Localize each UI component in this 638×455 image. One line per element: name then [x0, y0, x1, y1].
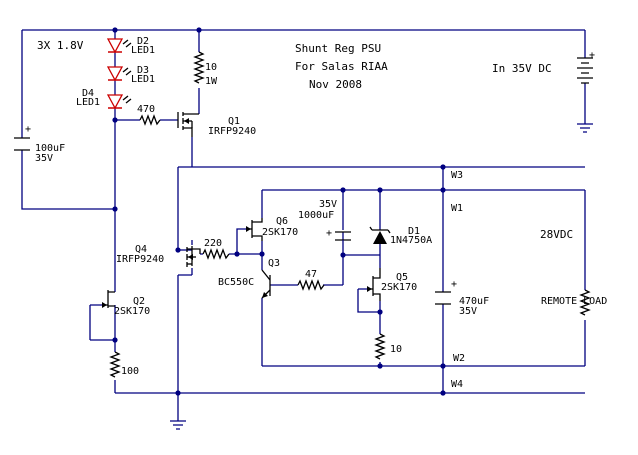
- led-d2-ref: D2: [137, 36, 149, 47]
- q1-mosfet-symbol: [177, 112, 199, 137]
- resistor-10r-1w-symbol: [193, 51, 205, 84]
- resistor-47-symbol: [297, 279, 325, 291]
- q3-part: BC550C: [218, 277, 254, 288]
- led-d3-type: LED1: [131, 74, 155, 85]
- q4-part: IRFP9240: [116, 254, 164, 265]
- q4-mosfet-symbol: [186, 246, 201, 267]
- led-d3-symbol: [106, 66, 132, 82]
- leds-note: 3X 1.8V: [37, 39, 84, 52]
- remote-load-resistor-symbol: [579, 289, 591, 316]
- battery-plus: +: [589, 50, 595, 61]
- wire-w1-label: W1: [451, 203, 463, 214]
- q6-part: 2SK170: [262, 227, 298, 238]
- remote-load-label: REMOTE LOAD: [541, 296, 607, 307]
- c1000-voltage: 35V: [319, 199, 337, 210]
- q3-ref: Q3: [268, 258, 280, 269]
- led-d4-type: LED1: [76, 97, 100, 108]
- d1-ref: D1: [408, 226, 420, 237]
- cin-plus: +: [25, 124, 31, 135]
- led-d4-ref: D4: [82, 88, 94, 99]
- led-d3-ref: D3: [137, 65, 149, 76]
- c470-value: 470uF: [459, 296, 489, 307]
- title-line-1: Shunt Reg PSU: [295, 42, 381, 55]
- r47-value: 47: [305, 269, 317, 280]
- r10-value: 10: [390, 344, 402, 355]
- title-line-3: Nov 2008: [309, 78, 362, 91]
- q5-part: 2SK170: [381, 282, 417, 293]
- q2-ref: Q2: [133, 296, 145, 307]
- q2-jfet-symbol: [102, 290, 115, 308]
- r100-value: 100: [121, 366, 139, 377]
- r10w-value: 10: [205, 62, 217, 73]
- labels: Shunt Reg PSU For Salas RIAA Nov 2008 In…: [25, 36, 607, 390]
- led-d2-symbol: [106, 38, 132, 54]
- junction-dots: [112, 27, 446, 396]
- r10w-power: 1W: [205, 76, 218, 87]
- capacitor-470uf-symbol: [435, 291, 451, 305]
- q5-ref: Q5: [396, 272, 408, 283]
- input-capacitor-symbol: [14, 137, 30, 151]
- zener-d1-symbol: [369, 226, 391, 244]
- c1000-value: 1000uF: [298, 210, 334, 221]
- q6-jfet-symbol: [246, 218, 263, 241]
- c470-voltage: 35V: [459, 306, 477, 317]
- output-label: 28VDC: [540, 228, 573, 241]
- q5-jfet-symbol: [367, 268, 381, 301]
- c470-plus: +: [451, 279, 457, 290]
- r220-value: 220: [204, 238, 222, 249]
- q4-ref: Q4: [135, 244, 147, 255]
- cin-value: 100uF: [35, 143, 65, 154]
- led-d2-type: LED1: [131, 45, 155, 56]
- cin-voltage: 35V: [35, 153, 53, 164]
- q1-part: IRFP9240: [208, 126, 256, 137]
- resistor-470-symbol: [139, 114, 161, 126]
- wire-w4-label: W4: [451, 379, 463, 390]
- resistor-10r-symbol: [374, 333, 386, 360]
- q3-bjt-symbol: [261, 269, 271, 299]
- input-label: In 35V DC: [492, 62, 552, 75]
- led-d4-symbol: [106, 94, 132, 110]
- c1000-plus: +: [326, 228, 332, 239]
- r470-value: 470: [137, 104, 155, 115]
- wiring: [21, 29, 593, 430]
- q2-part: 2SK170: [114, 306, 150, 317]
- resistor-220-symbol: [202, 248, 230, 260]
- title-line-2: For Salas RIAA: [295, 60, 388, 73]
- q6-ref: Q6: [276, 216, 288, 227]
- resistor-100-symbol: [109, 351, 121, 378]
- wire-w3-label: W3: [451, 170, 463, 181]
- capacitor-1000uf-symbol: [335, 231, 351, 255]
- d1-part: 1N4750A: [390, 235, 432, 246]
- battery-symbol: [577, 57, 593, 84]
- wire-w2-label: W2: [453, 353, 465, 364]
- q1-ref: Q1: [228, 116, 240, 127]
